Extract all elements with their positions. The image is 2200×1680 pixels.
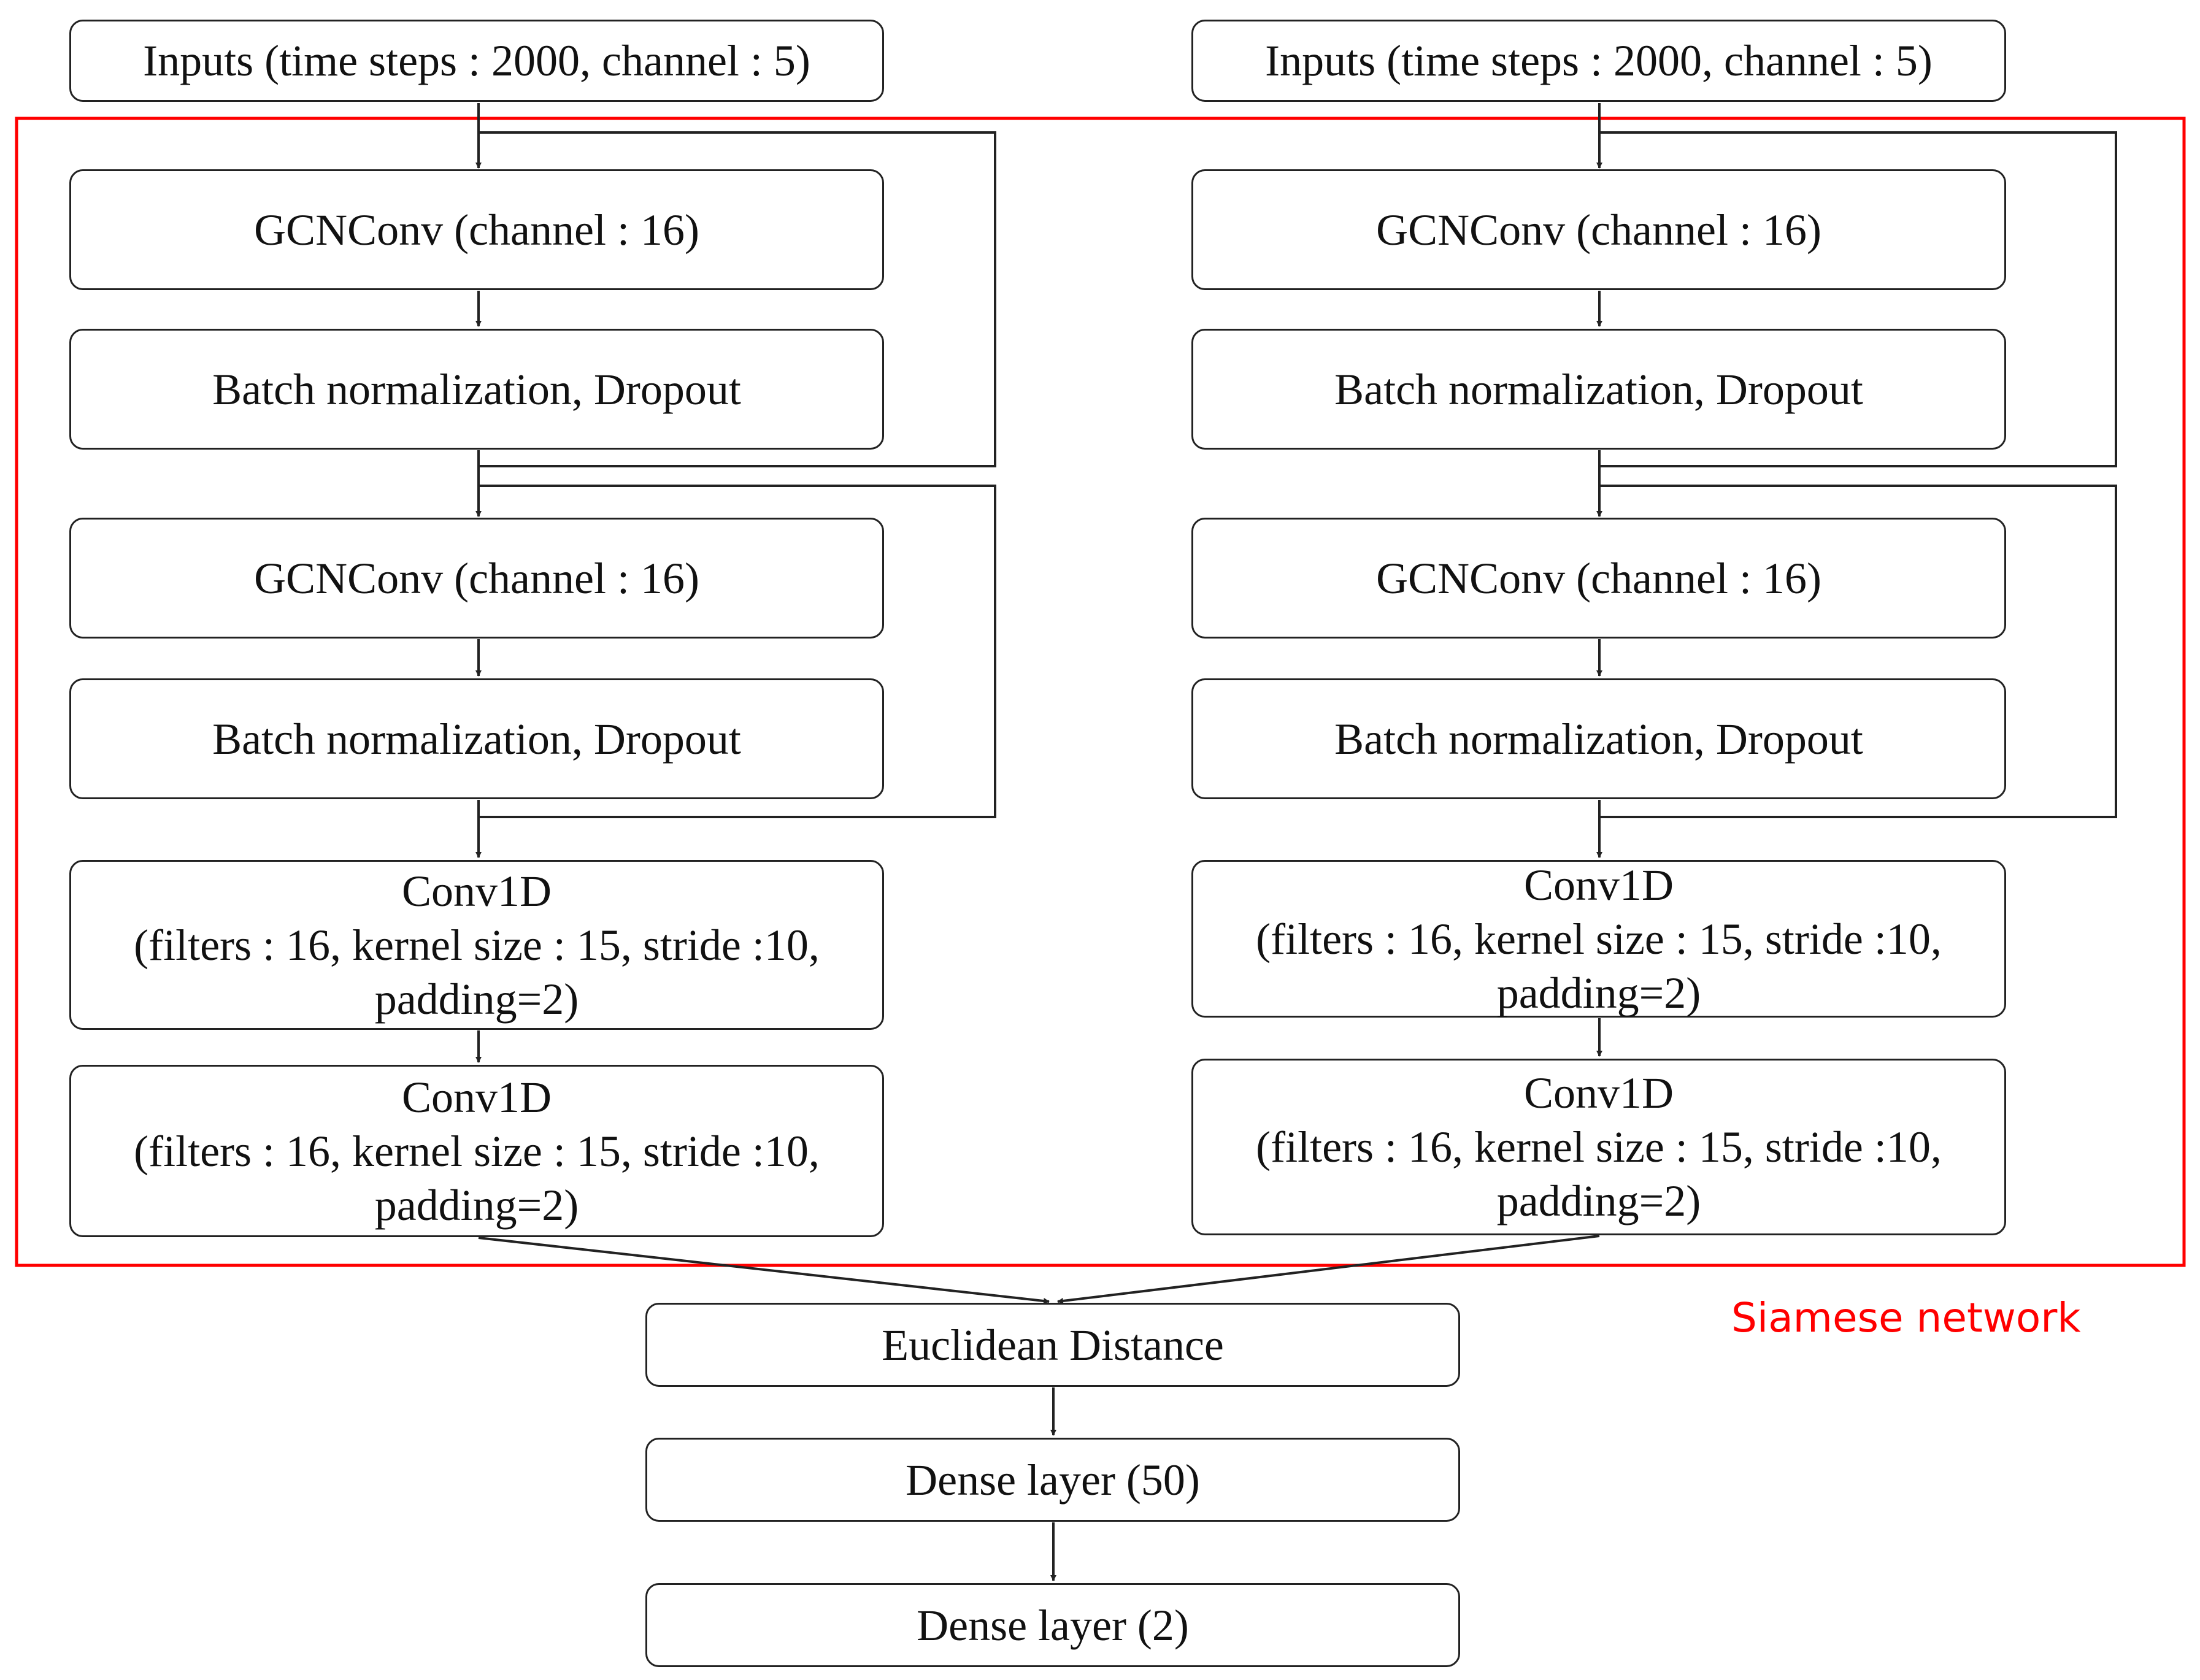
right-gcnconv-1-label: GCNConv (channel : 16) <box>1376 205 1821 255</box>
dense-layer-2-box: Dense layer (2) <box>645 1583 1460 1667</box>
skip-connection-1-right <box>1599 131 2117 467</box>
right-conv1d-1-padding: padding=2) <box>1496 968 1701 1018</box>
left-batchnorm-2-label: Batch normalization, Dropout <box>212 714 741 764</box>
dense-layer-2-label: Dense layer (2) <box>917 1600 1189 1650</box>
right-conv1d-2-params: (filters : 16, kernel size : 15, stride … <box>1256 1122 1942 1172</box>
right-conv1d-2-padding: padding=2) <box>1496 1176 1701 1225</box>
right-gcnconv-2-label: GCNConv (channel : 16) <box>1376 553 1821 603</box>
right-conv1d-1-title: Conv1D <box>1523 860 1674 910</box>
left-conv1d-1-box: Conv1D (filters : 16, kernel size : 15, … <box>69 860 884 1030</box>
skip-connection-1-left <box>479 131 996 467</box>
siamese-network-frame <box>15 117 2186 1267</box>
left-conv1d-2-title: Conv1D <box>401 1072 552 1122</box>
left-input-box: Inputs (time steps : 2000, channel : 5) <box>69 20 884 102</box>
right-branch-connectors <box>1057 103 2117 1304</box>
right-batchnorm-2-box: Batch normalization, Dropout <box>1191 678 2006 799</box>
left-input-label: Inputs (time steps : 2000, channel : 5) <box>143 36 810 85</box>
left-branch-connectors <box>475 103 1050 1304</box>
right-batchnorm-1-label: Batch normalization, Dropout <box>1334 364 1863 414</box>
siamese-network-caption: Siamese network <box>1731 1294 2081 1341</box>
left-conv1d-2-padding: padding=2) <box>374 1180 579 1230</box>
right-gcnconv-2-box: GCNConv (channel : 16) <box>1191 518 2006 639</box>
euclidean-distance-box: Euclidean Distance <box>645 1303 1460 1387</box>
right-conv1d-1-box: Conv1D (filters : 16, kernel size : 15, … <box>1191 860 2006 1018</box>
right-batchnorm-2-label: Batch normalization, Dropout <box>1334 714 1863 764</box>
left-conv1d-2-params: (filters : 16, kernel size : 15, stride … <box>134 1126 820 1176</box>
right-input-label: Inputs (time steps : 2000, channel : 5) <box>1265 36 1933 85</box>
euclidean-distance-label: Euclidean Distance <box>882 1320 1224 1370</box>
left-conv1d-1-padding: padding=2) <box>374 974 579 1024</box>
skip-connection-2-left <box>479 485 996 818</box>
skip-connection-2-right <box>1599 485 2117 818</box>
left-conv1d-2-box: Conv1D (filters : 16, kernel size : 15, … <box>69 1065 884 1237</box>
right-gcnconv-1-box: GCNConv (channel : 16) <box>1191 169 2006 290</box>
left-batchnorm-1-label: Batch normalization, Dropout <box>212 364 741 414</box>
arrow-right-to-distance <box>1057 1235 1600 1304</box>
left-conv1d-1-params: (filters : 16, kernel size : 15, stride … <box>134 920 820 970</box>
left-gcnconv-1-box: GCNConv (channel : 16) <box>69 169 884 290</box>
right-input-box: Inputs (time steps : 2000, channel : 5) <box>1191 20 2006 102</box>
right-batchnorm-1-box: Batch normalization, Dropout <box>1191 329 2006 450</box>
left-conv1d-1-title: Conv1D <box>401 866 552 916</box>
right-conv1d-2-box: Conv1D (filters : 16, kernel size : 15, … <box>1191 1059 2006 1235</box>
right-conv1d-2-title: Conv1D <box>1523 1068 1674 1118</box>
dense-layer-50-label: Dense layer (50) <box>906 1455 1200 1505</box>
arrow-left-to-distance <box>478 1237 1050 1304</box>
left-gcnconv-2-box: GCNConv (channel : 16) <box>69 518 884 639</box>
left-batchnorm-2-box: Batch normalization, Dropout <box>69 678 884 799</box>
left-gcnconv-2-label: GCNConv (channel : 16) <box>254 553 699 603</box>
right-conv1d-1-params: (filters : 16, kernel size : 15, stride … <box>1256 914 1942 964</box>
left-batchnorm-1-box: Batch normalization, Dropout <box>69 329 884 450</box>
left-gcnconv-1-label: GCNConv (channel : 16) <box>254 205 699 255</box>
dense-layer-50-box: Dense layer (50) <box>645 1438 1460 1522</box>
